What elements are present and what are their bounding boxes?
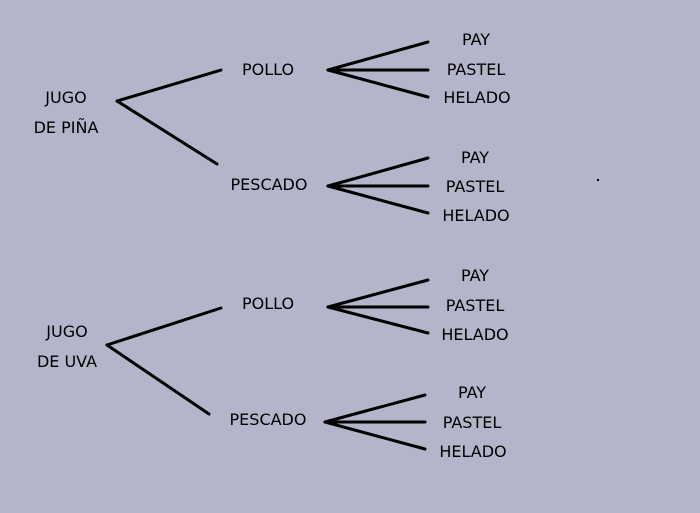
root-label-uva: JUGO DE UVA — [37, 324, 97, 370]
root-label-line1: JUGO — [45, 88, 87, 107]
leaf-label-helado: HELADO — [441, 325, 509, 344]
edge-r0b1-leaf2 — [326, 184, 430, 215]
edge-root0-branch0 — [115, 68, 223, 103]
branch-label-pollo: POLLO — [241, 60, 295, 79]
edge-r1b0-leaf0 — [326, 278, 430, 309]
leaf-label-helado: HELADO — [443, 88, 511, 107]
leaf-label-pastel: PASTEL — [442, 413, 502, 432]
root-label-line2: DE PIÑA — [33, 118, 99, 137]
leaf-label-pay: PAY — [461, 30, 491, 49]
leaf-label-pay: PAY — [460, 148, 490, 167]
edge-root0-branch1 — [115, 99, 219, 166]
leaf-label-helado: HELADO — [439, 442, 507, 461]
leaf-label-helado: HELADO — [442, 206, 510, 225]
edge-r0b1-leaf0 — [326, 156, 430, 188]
edge-r1b1-leaf0 — [323, 393, 427, 424]
edge-root1-branch0 — [105, 306, 223, 347]
edge-r0b0-leaf0 — [326, 40, 430, 72]
leaf-label-pay: PAY — [460, 266, 490, 285]
edge-r1b0-leaf2 — [326, 305, 430, 335]
leaf-label-pay: PAY — [457, 383, 487, 402]
root-label-line2: DE UVA — [36, 352, 98, 371]
edge-r0b0-leaf2 — [326, 68, 430, 99]
root-label-line1: JUGO — [46, 322, 88, 341]
root-label-pina: JUGO DE PIÑA — [34, 90, 99, 136]
branch-label-pescado: PESCADO — [230, 175, 308, 194]
branch-label-pollo: POLLO — [241, 294, 295, 313]
edge-r1b1-leaf2 — [323, 420, 427, 451]
stray-dot — [597, 179, 599, 181]
leaf-label-pastel: PASTEL — [445, 296, 505, 315]
branch-label-pescado: PESCADO — [229, 410, 307, 429]
leaf-label-pastel: PASTEL — [446, 60, 506, 79]
edge-root1-branch1 — [105, 343, 211, 416]
leaf-label-pastel: PASTEL — [445, 177, 505, 196]
